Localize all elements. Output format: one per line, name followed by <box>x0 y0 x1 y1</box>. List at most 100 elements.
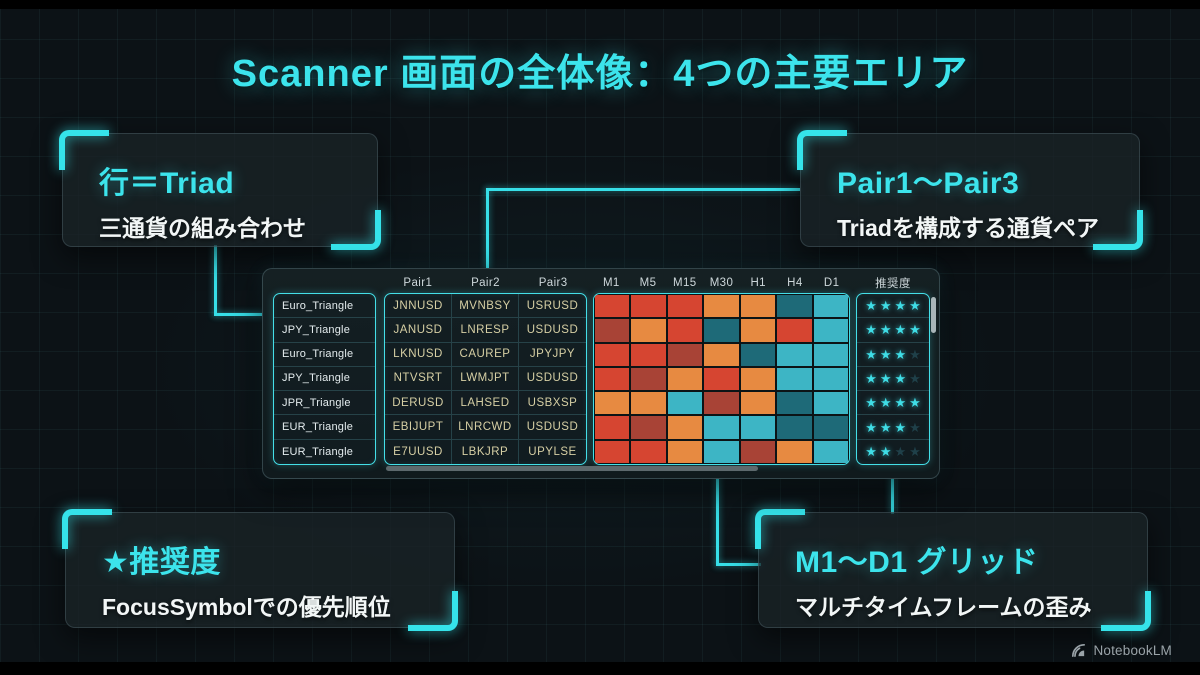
pair-cell: NTVSRT <box>385 366 452 392</box>
heatmap-cell <box>739 366 777 392</box>
pair-cell: LNRESP <box>452 318 519 343</box>
heatmap-cell <box>812 391 849 416</box>
star-icon: ★ <box>879 322 892 338</box>
star-rating: ★★★★ <box>857 318 929 343</box>
heatmap-cell <box>630 294 667 319</box>
column-header-pair1: Pair1 <box>403 276 433 289</box>
timeframe-heatmap <box>593 293 850 465</box>
heatmap-cell <box>776 318 813 343</box>
star-rating: ★★★★ <box>857 415 929 440</box>
callout-subtitle: Triadを構成する通貨ペア <box>837 215 1099 241</box>
connector-grid-vertical <box>716 459 719 566</box>
connector-rating-vertical <box>891 457 894 514</box>
column-header-m30: M30 <box>709 276 734 289</box>
star-icon: ★ <box>879 444 892 460</box>
pair-cell: JNNUSD <box>385 294 452 319</box>
star-rating: ★★★★ <box>857 440 929 464</box>
pair-cell: LWMJPT <box>452 366 519 392</box>
heatmap-cell <box>739 318 777 343</box>
watermark-label: NotebookLM <box>1093 642 1172 658</box>
pair-cell: USDUSD <box>519 415 586 440</box>
triad-row: EUR_Triangle <box>282 445 354 458</box>
connector-pairs-horizontal <box>486 188 800 191</box>
column-header-rating: 推奨度 <box>875 277 911 290</box>
letterbox-top <box>0 0 1200 9</box>
star-icon: ★ <box>894 370 907 386</box>
star-icon: ★ <box>894 444 907 460</box>
pair-cell: USDUSD <box>519 318 586 343</box>
triad-row: JPY_Triangle <box>274 318 375 343</box>
heatmap-cell <box>812 342 849 367</box>
heatmap-cell <box>812 294 849 319</box>
heatmap-cell <box>776 294 813 319</box>
heatmap-cell <box>703 415 740 440</box>
heatmap-cell <box>594 318 631 343</box>
star-icon: ★ <box>879 395 892 411</box>
rating-column: ★★★★★★★★★★★★★★★★★★★★★★★★★★★★ <box>856 293 930 465</box>
heatmap-cell <box>812 318 849 343</box>
heatmap-cell <box>666 439 704 464</box>
pair-cell: USBXSP <box>519 391 586 416</box>
pair-cell: LAHSED <box>452 391 519 416</box>
column-header-h4: H4 <box>787 276 803 289</box>
pair-cell: LKNUSD <box>385 342 452 367</box>
triad-row: JPY_Triangle <box>274 367 375 392</box>
callout-subtitle: 三通貨の組み合わせ <box>99 215 306 241</box>
star-rating: ★★★★ <box>857 343 929 367</box>
pair-cell: EBIJUPT <box>385 415 452 440</box>
star-icon: ★ <box>894 395 907 411</box>
star-rating: ★★★★ <box>857 391 929 416</box>
star-icon: ★ <box>894 419 907 435</box>
star-icon: ★ <box>865 419 877 435</box>
rating-header-row: 推奨度 <box>856 274 930 291</box>
pair-cell: DERUSD <box>385 391 452 416</box>
callout-title: 行＝Triad <box>99 167 235 200</box>
star-icon: ★ <box>879 298 892 314</box>
callout-title: Pair1〜Pair3 <box>837 167 1020 200</box>
notebooklm-logo-icon <box>1072 643 1086 657</box>
callout-title: ★推奨度 <box>102 546 221 579</box>
heatmap-cell <box>776 415 813 440</box>
horizontal-scrollbar <box>386 466 758 471</box>
triad-row: EUR_Triangle <box>274 415 375 440</box>
star-icon: ★ <box>865 395 877 411</box>
star-icon: ★ <box>894 346 907 362</box>
star-rating: ★★★★ <box>857 367 929 392</box>
connector-triad-horizontal <box>214 313 265 316</box>
vertical-scrollbar <box>931 297 936 333</box>
heatmap-cell <box>630 391 667 416</box>
scanner-table-panel: Pair1 Pair2 Pair3 M1 M5 M15 M30 H1 H4 D1… <box>262 268 940 479</box>
pair-cell: E7UUSD <box>385 439 452 464</box>
heatmap-cell <box>739 294 777 319</box>
heatmap-cell <box>594 439 631 464</box>
heatmap-cell <box>666 415 704 440</box>
heatmap-cell <box>594 366 631 392</box>
star-icon: ★ <box>879 370 892 386</box>
pair-cell: LBKJRP <box>452 439 519 464</box>
star-rating: ★★★★ <box>857 294 929 319</box>
heatmap-cell <box>703 439 740 464</box>
star-icon: ★ <box>909 322 921 338</box>
star-icon: ★ <box>865 298 877 314</box>
star-icon: ★ <box>865 370 877 386</box>
star-icon: ★ <box>909 298 921 314</box>
callout-subtitle: マルチタイムフレームの歪み <box>795 594 1092 620</box>
heatmap-cell <box>703 391 740 416</box>
heatmap-cell <box>594 391 631 416</box>
star-icon: ★ <box>909 395 921 411</box>
callout-row-triad: 行＝Triad 三通貨の組み合わせ <box>62 133 378 247</box>
heatmap-cell <box>812 439 849 464</box>
notebooklm-watermark: NotebookLM <box>1070 641 1172 659</box>
heatmap-cell <box>666 294 704 319</box>
star-icon: ★ <box>894 322 907 338</box>
slide-title: Scanner 画面の全体像：4つの主要エリア <box>231 53 969 95</box>
star-icon: ★ <box>879 346 892 362</box>
pair-cell: UPYLSE <box>528 445 577 458</box>
star-icon: ★ <box>865 346 877 362</box>
timeframe-header-row: M1 M5 M15 M30 H1 H4 D1 <box>593 274 850 291</box>
heatmap-cell <box>630 342 667 367</box>
pair-cell: USDUSD <box>519 367 586 392</box>
heatmap-cell <box>630 318 667 343</box>
heatmap-cell <box>594 342 631 367</box>
